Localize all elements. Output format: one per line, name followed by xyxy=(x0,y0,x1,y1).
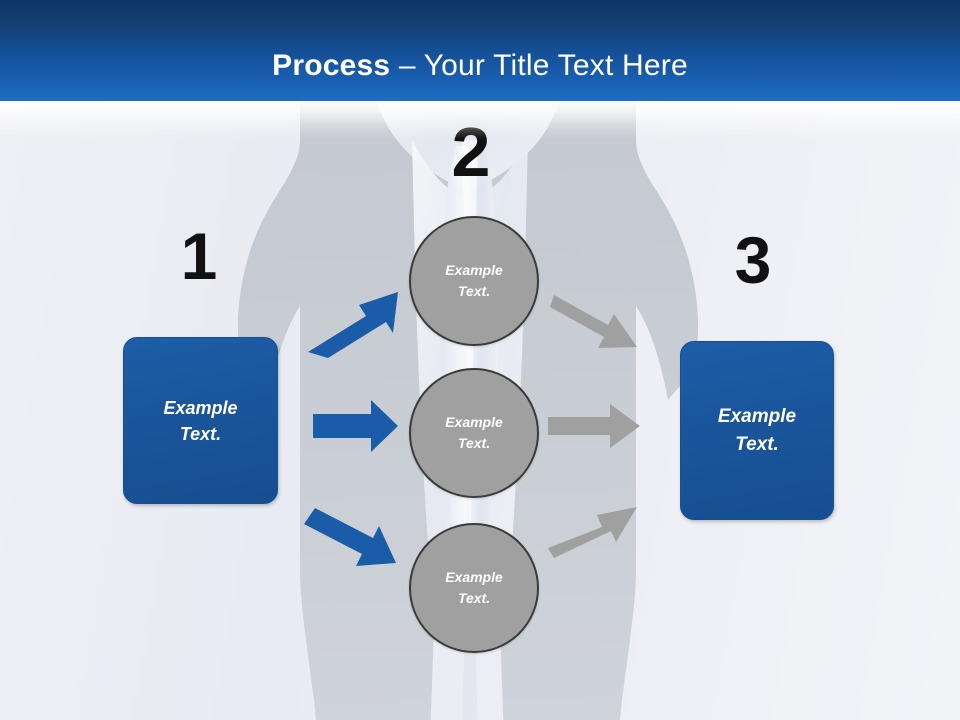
step-number-1: 1 xyxy=(180,219,218,293)
process-box-left-line2: Text. xyxy=(179,423,222,444)
process-circle-bottom-line1: Example xyxy=(445,569,503,585)
process-circle-top-text: Example Text. xyxy=(445,260,503,302)
page-title-bold: Process xyxy=(272,49,391,82)
process-circle-middle[interactable]: Example Text. xyxy=(409,368,539,498)
step-number-2: 2 xyxy=(451,113,491,191)
process-box-left-text: Example Text. xyxy=(163,395,237,447)
process-circle-bottom-line2: Text. xyxy=(457,590,491,606)
arrow-left-to-top-circle[interactable] xyxy=(308,292,398,358)
process-circle-top-line2: Text. xyxy=(457,283,491,299)
process-box-right[interactable]: Example Text. xyxy=(680,341,834,520)
arrow-left-to-middle-circle[interactable] xyxy=(313,400,398,452)
process-circle-bottom[interactable]: Example Text. xyxy=(409,523,539,653)
process-circle-top-line1: Example xyxy=(445,262,503,278)
arrow-middle-circle-to-right-box[interactable] xyxy=(548,404,640,448)
process-circle-middle-text: Example Text. xyxy=(445,412,503,454)
process-circle-top[interactable]: Example Text. xyxy=(409,216,539,346)
process-box-right-line2: Text. xyxy=(735,433,779,455)
process-box-left-line1: Example xyxy=(163,397,238,418)
process-box-left[interactable]: Example Text. xyxy=(123,337,278,504)
process-box-right-text: Example Text. xyxy=(718,403,796,459)
page-title: Process – Your Title Text Here xyxy=(0,49,960,83)
arrow-bottom-circle-to-right-box[interactable] xyxy=(548,507,637,558)
arrow-top-circle-to-right-box[interactable] xyxy=(550,295,637,348)
page-title-regular: – Your Title Text Here xyxy=(390,49,688,82)
header-band xyxy=(0,0,960,101)
process-circle-bottom-text: Example Text. xyxy=(445,567,503,609)
process-circle-middle-line1: Example xyxy=(445,414,503,430)
process-circle-middle-line2: Text. xyxy=(457,435,491,451)
arrow-left-to-bottom-circle[interactable] xyxy=(304,508,396,566)
step-number-3: 3 xyxy=(734,223,772,297)
process-box-right-line1: Example xyxy=(717,405,797,427)
